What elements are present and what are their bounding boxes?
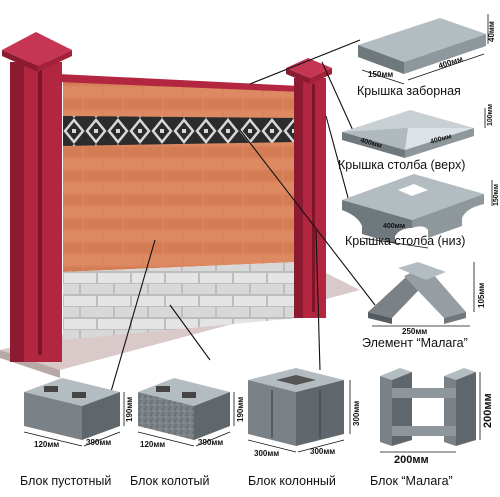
right-pillar-groove: [312, 84, 315, 312]
pillar-cap-bottom-illustration: [342, 174, 484, 244]
split-h-dim: 190мм: [236, 396, 245, 422]
split-w-dim: 120мм: [140, 440, 166, 449]
split-block-dimension-lines: [137, 392, 235, 447]
column-b-dim: 300мм: [310, 447, 336, 456]
malaga-element-label: Элемент “Малага”: [362, 336, 468, 350]
malaga-block-illustration: [380, 368, 476, 446]
column-block-label: Блок колонный: [248, 474, 336, 488]
malaga-block-label: Блок “Малага”: [370, 474, 453, 488]
fence-cap-height-dim: 40мм: [487, 21, 496, 42]
column-h-dim: 300мм: [352, 400, 361, 426]
fence-cap-illustration: [358, 18, 486, 74]
malaga-block-w-dim: 200мм: [394, 454, 429, 466]
left-pillar-cap: [2, 32, 72, 66]
decorative-band: [63, 116, 298, 146]
pillar-cap-bottom-label: Крышка столба (низ): [345, 234, 466, 248]
pillar-bottom-w-dim: 400мм: [383, 223, 406, 230]
right-pillar-shade: [294, 78, 303, 318]
column-a-dim: 300мм: [254, 449, 280, 458]
left-pillar-cap-side: [2, 50, 38, 72]
right-pillar-cap-side: [286, 68, 310, 84]
hollow-block-illustration: [24, 378, 120, 440]
split-l-dim: 390мм: [198, 438, 224, 447]
left-pillar-shade: [10, 62, 24, 362]
fence-cap-label: Крышка заборная: [357, 84, 461, 98]
split-block-illustration: [138, 378, 230, 440]
split-block-label: Блок колотый: [130, 474, 210, 488]
stone-base: [63, 262, 298, 340]
pillar-bottom-h-dim: 150мм: [493, 183, 500, 206]
pillar-cap-top-illustration: [342, 110, 474, 158]
brick-wall: [63, 80, 298, 272]
malaga-block-dimension-lines: [380, 372, 481, 453]
malaga-element-dimension-lines: [372, 262, 475, 327]
pillar-cap-bottom-dimension-lines: [361, 180, 493, 249]
malaga-block-h-dim: 200мм: [482, 393, 494, 428]
right-pillar-cap: [286, 58, 332, 78]
hollow-l-dim: 390мм: [86, 438, 112, 447]
hollow-block-label: Блок пустотный: [20, 474, 112, 488]
left-pillar-cap-front: [38, 50, 72, 72]
wall-top-cap: [58, 74, 300, 92]
hollow-block-dimension-lines: [23, 392, 125, 447]
malaga-element-h-dim: 105мм: [477, 282, 486, 308]
malaga-element-w-dim: 250мм: [402, 327, 428, 336]
fence-cap-width-dim: 150мм: [368, 70, 394, 79]
column-block-illustration: [248, 368, 344, 446]
pillar-cap-top-label: Крышка столба (верх): [338, 158, 466, 172]
left-pillar-groove: [38, 70, 42, 355]
fence-cap-dimension-lines: [361, 14, 489, 85]
pillar-top-h-dim: 100мм: [487, 103, 494, 126]
leader-lines: [109, 39, 376, 396]
hollow-w-dim: 120мм: [34, 440, 60, 449]
malaga-element-illustration: [368, 262, 466, 324]
column-block-dimension-lines: [247, 380, 351, 453]
hollow-h-dim: 190мм: [125, 396, 134, 422]
